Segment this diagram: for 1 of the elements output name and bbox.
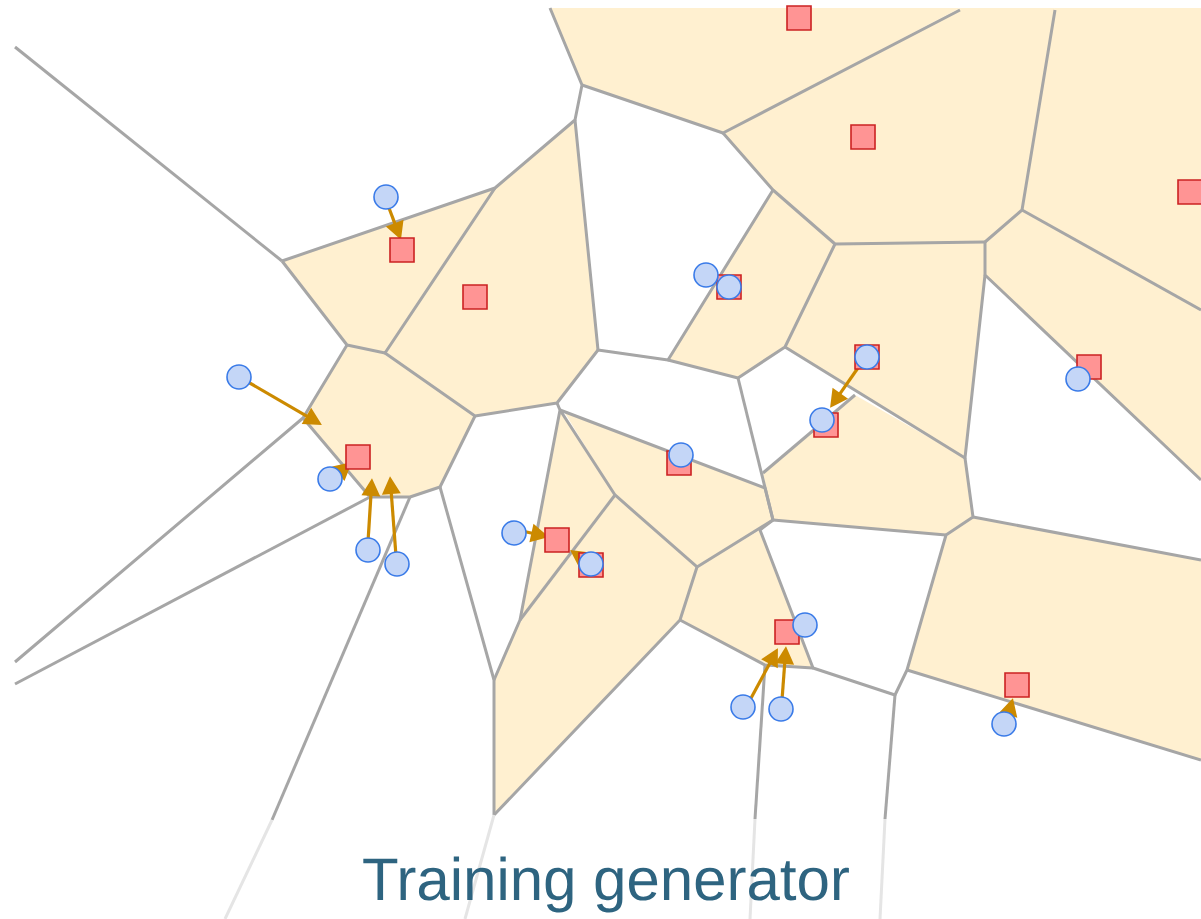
- title: Training generator: [363, 856, 849, 913]
